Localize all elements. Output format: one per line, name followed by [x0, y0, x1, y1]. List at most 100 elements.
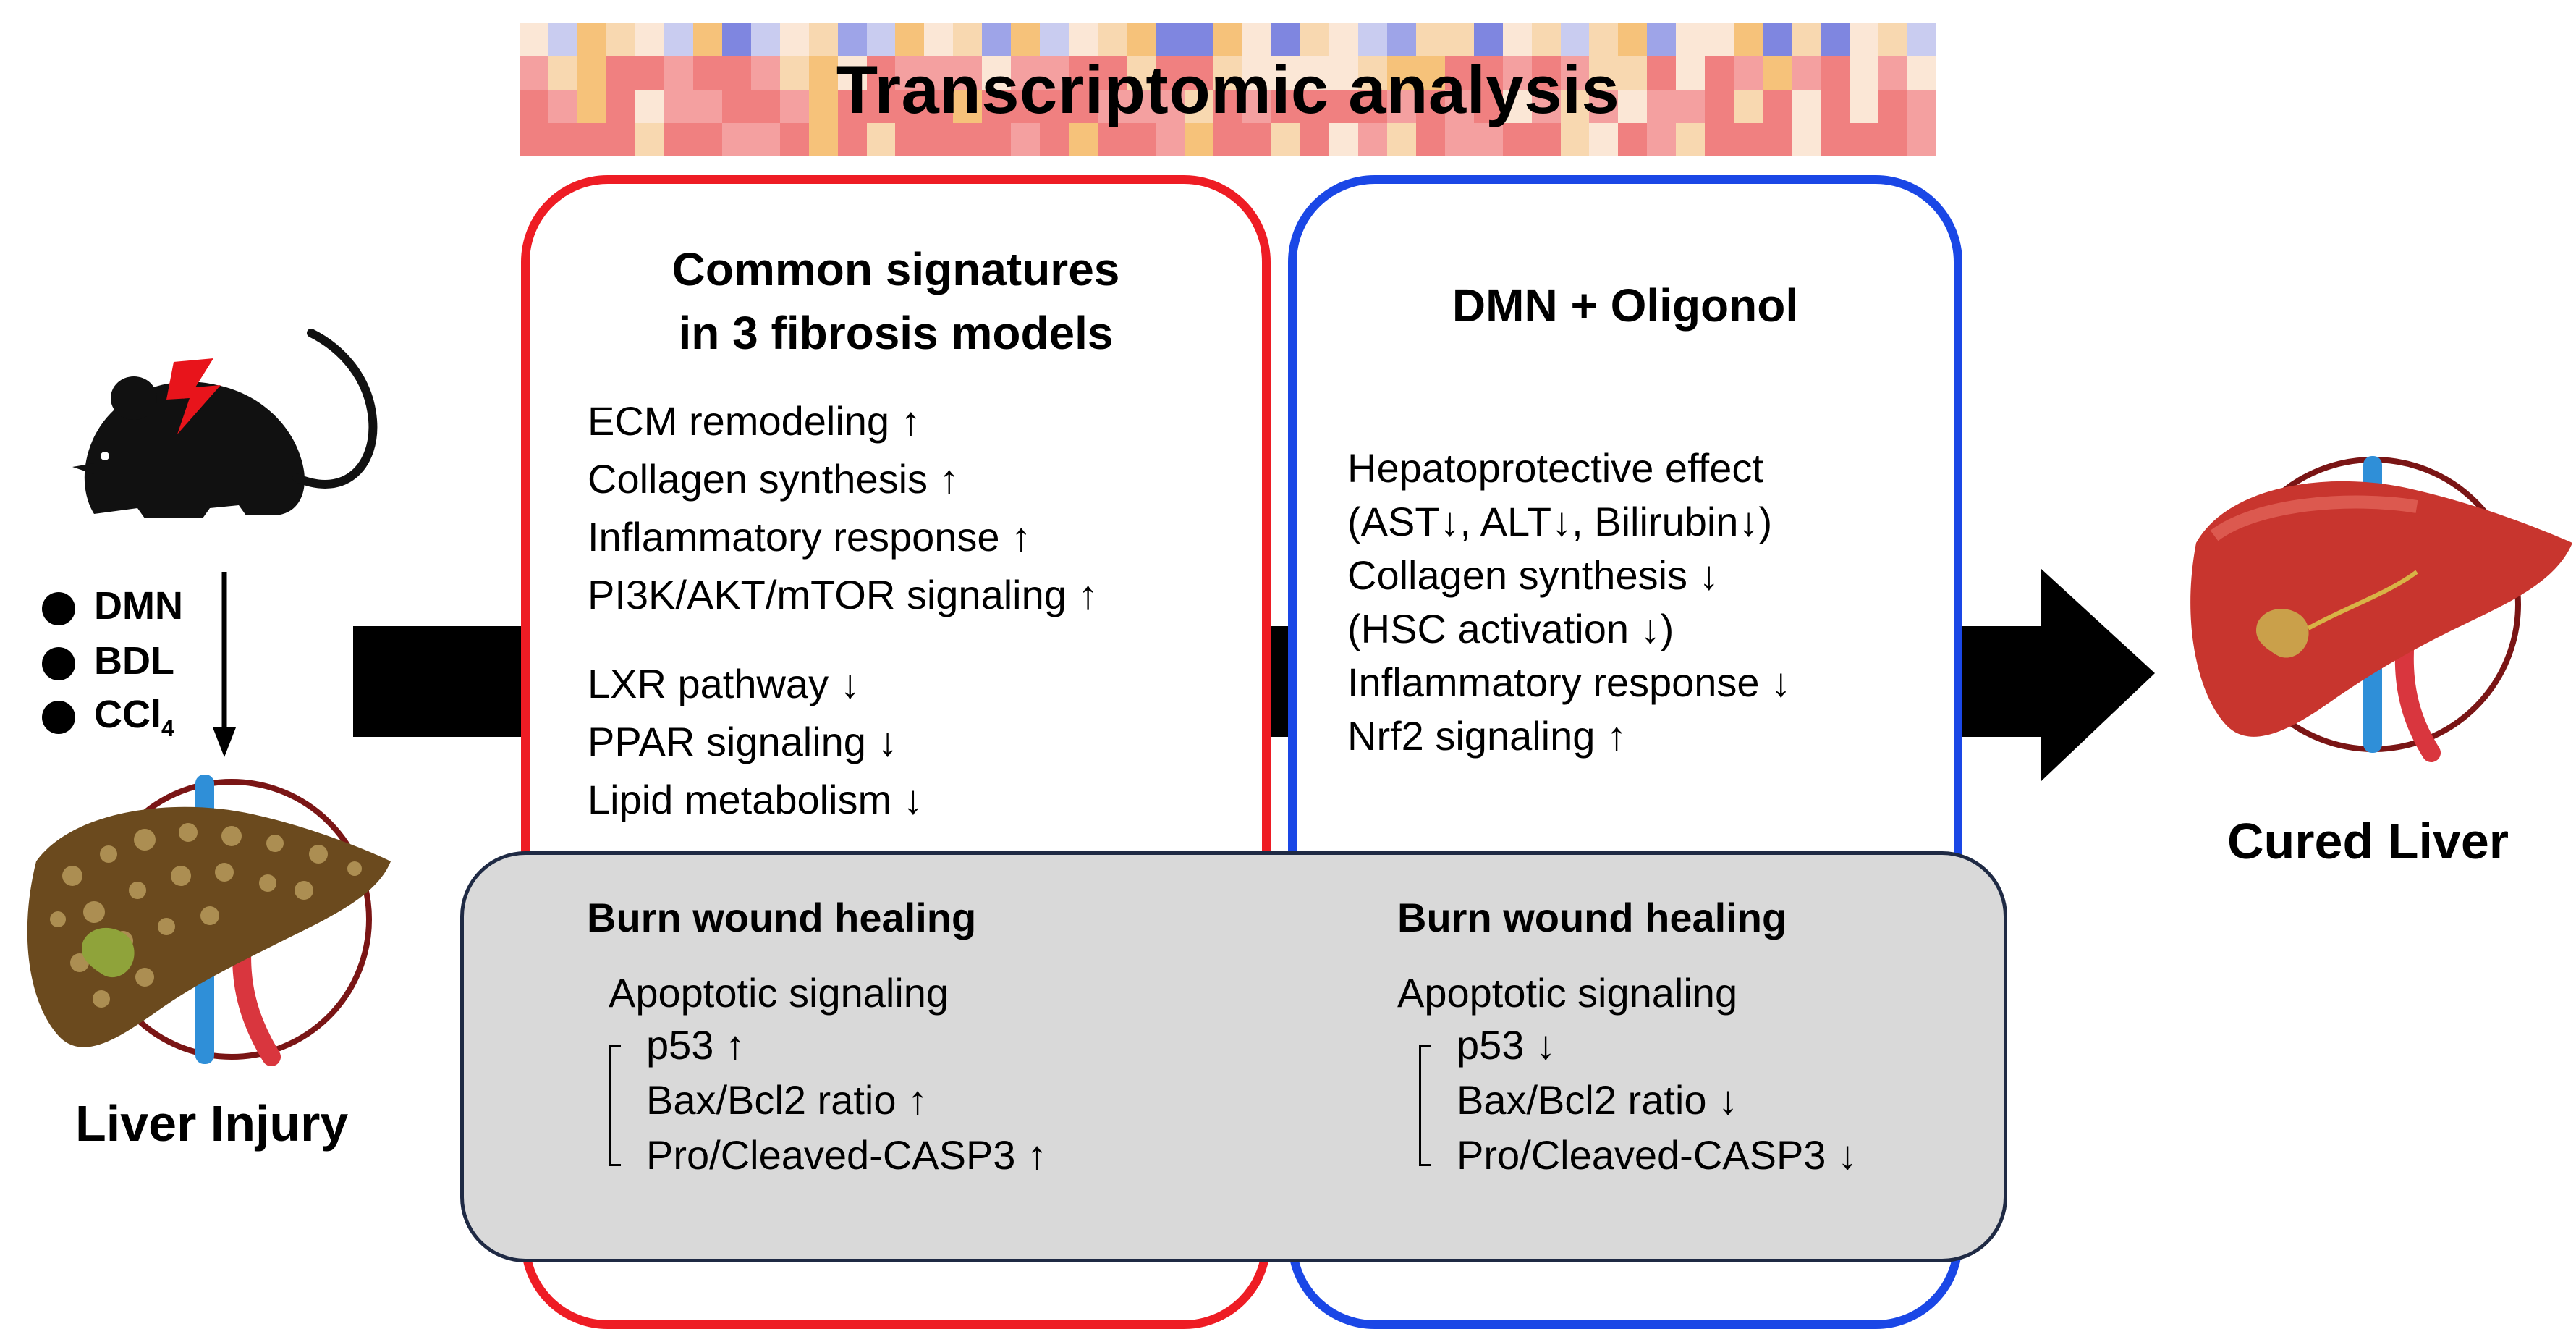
- heatmap-cell: [1444, 90, 1475, 124]
- heatmap-cell: [664, 23, 694, 57]
- heatmap-cell: [1705, 56, 1734, 90]
- cured-liver-icon: [2190, 456, 2572, 762]
- heatmap-cell: [1850, 56, 1879, 90]
- heatmap-cell: [1300, 123, 1330, 156]
- heatmap-cell: [1156, 123, 1185, 156]
- heatmap-cell: [1415, 90, 1446, 124]
- heatmap-cell: [1444, 23, 1475, 57]
- heatmap-cell: [1415, 123, 1446, 156]
- bax-left: Bax/Bcl2 ratio ↑: [646, 1077, 928, 1123]
- item-collagen-down: Collagen synthesis ↓: [1347, 552, 1719, 598]
- heatmap-cell: [1300, 90, 1330, 124]
- heatmap-cell: [1213, 90, 1243, 124]
- heatmap-cell: [1589, 90, 1619, 124]
- heatmap-cell: [1763, 90, 1792, 124]
- item-collagen: Collagen synthesis ↑: [588, 456, 959, 502]
- banner-title: Transcriptomic analysis: [836, 51, 1620, 127]
- heatmap-cell: [1821, 90, 1850, 124]
- burn-right-title: Burn wound healing: [1397, 895, 1787, 940]
- heatmap-cell: [1415, 23, 1446, 57]
- heatmap-cell: [750, 123, 781, 156]
- heatmap-cell: [1185, 90, 1214, 124]
- heatmap-cell: [1386, 23, 1417, 57]
- heatmap-cell: [1098, 56, 1127, 90]
- heatmap-cell: [953, 90, 983, 124]
- heatmap-cell: [635, 90, 665, 124]
- heatmap-cell: [1473, 23, 1504, 57]
- heatmap-cell: [1502, 56, 1533, 90]
- item-nrf2: Nrf2 signaling ↑: [1347, 713, 1627, 759]
- heatmap-cell: [1792, 90, 1821, 124]
- heatmap-cell: [1213, 123, 1243, 156]
- heatmap-cell: [1589, 123, 1619, 156]
- heatmap-cell: [924, 23, 954, 57]
- cured-liver-label: Cured Liver: [2227, 813, 2509, 869]
- heatmap-cell: [721, 23, 752, 57]
- item-inflammatory: Inflammatory response ↑: [588, 514, 1032, 560]
- heatmap-cell: [577, 23, 607, 57]
- heatmap-cell: [808, 56, 839, 90]
- heatmap-cell: [1878, 23, 1908, 57]
- casp3-left: Pro/Cleaved-CASP3 ↑: [646, 1132, 1048, 1178]
- bullet-ccl4: [42, 701, 75, 734]
- item-lipid: Lipid metabolism ↓: [588, 777, 923, 822]
- apoptotic-right-title: Apoptotic signaling: [1397, 970, 1738, 1016]
- heatmap-cell: [779, 56, 810, 90]
- heatmap-cell: [1069, 56, 1098, 90]
- heatmap-cell: [1444, 56, 1475, 90]
- heatmap-cell: [1647, 123, 1677, 156]
- heatmap-cell: [1415, 56, 1446, 90]
- heatmap-cell: [1156, 23, 1185, 57]
- heatmap-cell: [1705, 123, 1734, 156]
- heatmap-cell: [721, 56, 752, 90]
- heatmap-cell: [1734, 90, 1763, 124]
- heatmap-cell: [1473, 56, 1504, 90]
- heatmap-cell: [1300, 23, 1330, 57]
- heatmap-cell: [1011, 123, 1041, 156]
- heatmap-cell: [520, 90, 549, 124]
- casp3-right: Pro/Cleaved-CASP3 ↓: [1457, 1132, 1858, 1178]
- item-ecm: ECM remodeling ↑: [588, 398, 921, 444]
- item-hepatoprotective: Hepatoprotective effect: [1347, 445, 1763, 491]
- heatmap-cell: [1531, 23, 1562, 57]
- heatmap-cell: [1386, 90, 1417, 124]
- bax-right: Bax/Bcl2 ratio ↓: [1457, 1077, 1739, 1123]
- heatmap-cell: [1069, 23, 1098, 57]
- heatmap-cell: [1185, 123, 1214, 156]
- heatmap-cell: [982, 123, 1012, 156]
- mouse-icon: [72, 329, 378, 518]
- apoptotic-left-title: Apoptotic signaling: [609, 970, 949, 1016]
- heatmap-cell: [895, 23, 925, 57]
- heatmap-cell: [1589, 56, 1619, 90]
- heatmap-cell: [1098, 123, 1127, 156]
- heatmap-cell: [1329, 23, 1359, 57]
- heatmap-cell: [520, 23, 549, 57]
- heatmap-cell: [1792, 56, 1821, 90]
- item-lxr: LXR pathway ↓: [588, 661, 860, 706]
- heatmap-cell: [1242, 90, 1272, 124]
- heatmap-cell: [1127, 90, 1156, 124]
- heatmap-cell: [895, 123, 925, 156]
- heatmap-cell: [664, 123, 694, 156]
- heatmap-cell: [1878, 90, 1908, 124]
- heatmap-cell: [635, 123, 665, 156]
- heatmap-cell: [1069, 90, 1098, 124]
- heatmap-cell: [1705, 90, 1734, 124]
- heatmap-cell: [520, 56, 549, 90]
- burn-wound-box: Burn wound healing Apoptotic signaling p…: [460, 851, 2007, 1262]
- bullet-dmn: [42, 592, 75, 625]
- heatmap-cell: [1734, 123, 1763, 156]
- p53-left: p53 ↑: [646, 1022, 745, 1068]
- heatmap-cell: [750, 90, 781, 124]
- heatmap-cell: [953, 23, 983, 57]
- heatmap-cell: [1850, 23, 1879, 57]
- heatmap-cell: [1792, 23, 1821, 57]
- heatmap-cell: [1647, 23, 1677, 57]
- heatmap-cell: [1357, 56, 1388, 90]
- heatmap-cell: [548, 123, 578, 156]
- bracket-left: [609, 1045, 621, 1166]
- heatmap-cell: [548, 56, 578, 90]
- heatmap-cell: [779, 90, 810, 124]
- heatmap-cell: [664, 56, 694, 90]
- heatmap-cell: [606, 56, 636, 90]
